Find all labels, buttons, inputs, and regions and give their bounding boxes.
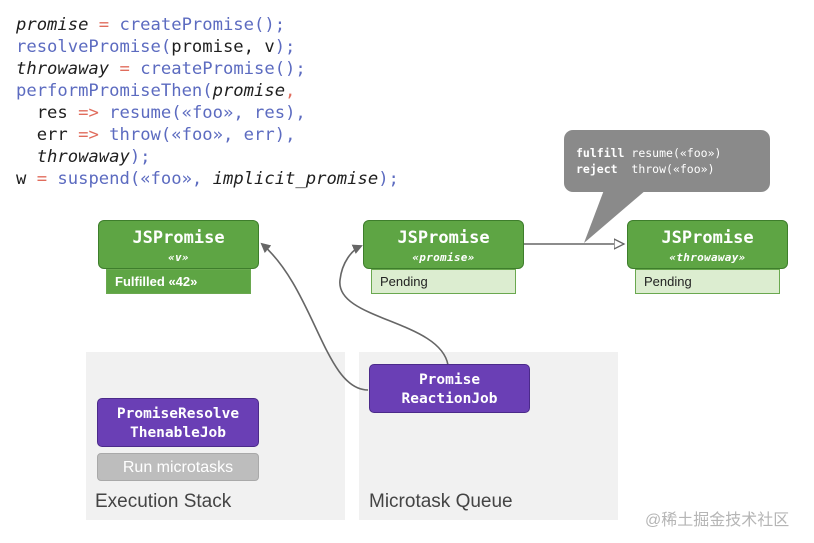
job-line: ReactionJob (401, 391, 498, 407)
code-token: ); (129, 147, 151, 167)
code-token: promise, v (171, 37, 275, 57)
code-block: promise = createPromise(); resolvePromis… (16, 14, 399, 190)
node-title: JSPromise (397, 228, 490, 248)
fulfill-value: resume(«foo») (631, 146, 722, 160)
arrow-job-to-v (260, 242, 369, 391)
code-token: throwaway (16, 147, 130, 167)
code-token: implicit_promise (212, 169, 379, 189)
promise-state-throwaway: Pending (635, 269, 780, 294)
code-token: => (67, 125, 110, 145)
code-token: resolvePromise( (16, 37, 172, 57)
node-subtitle: «promise» (412, 251, 475, 264)
handlers-bubble: fulfill resume(«foo») reject throw(«foo»… (564, 130, 770, 192)
code-token: ); (274, 37, 296, 57)
node-title: JSPromise (132, 228, 225, 248)
job-line: Promise (418, 372, 481, 388)
code-token: err (16, 125, 68, 145)
arrow-job-to-promise (339, 244, 449, 366)
code-token: suspend(«foo», (57, 169, 213, 189)
promise-resolve-thenable-job: PromiseResolve ThenableJob (97, 398, 259, 447)
watermark: @稀土掘金技术社区 (645, 512, 790, 529)
code-token: promise (16, 15, 89, 35)
job-line: ThenableJob (129, 425, 227, 441)
job-line: PromiseResolve (116, 406, 240, 422)
code-token: promise (212, 81, 286, 101)
code-token: createPromise(); (140, 59, 306, 79)
promise-node-v: JSPromise «v» (98, 220, 259, 269)
promise-node-throwaway: JSPromise «throwaway» (627, 220, 788, 269)
fulfill-key: fulfill (576, 146, 625, 160)
microtask-queue-label: Microtask Queue (369, 491, 513, 512)
node-subtitle: «throwaway» (669, 251, 746, 264)
reject-key: reject (576, 162, 618, 176)
node-subtitle: «v» (168, 251, 189, 264)
promise-state-promise: Pending (371, 269, 516, 294)
code-token: ); (378, 169, 399, 189)
execution-stack-label: Execution Stack (95, 491, 232, 512)
code-token: performPromiseThen( (16, 81, 213, 101)
node-title: JSPromise (661, 228, 754, 248)
code-token: = (109, 59, 141, 79)
promise-reaction-job: Promise ReactionJob (369, 364, 530, 413)
code-token: throwaway (16, 59, 110, 79)
code-token: , (285, 81, 296, 101)
code-token: res (16, 103, 68, 123)
code-token: throw(«foo», err), (109, 125, 296, 145)
code-token: => (67, 103, 110, 123)
code-token: = (88, 15, 120, 35)
code-token: resume(«foo», res), (109, 103, 306, 123)
code-token: createPromise(); (119, 15, 286, 35)
bubble-tail (584, 190, 646, 243)
code-token: w (16, 169, 27, 189)
code-token: = (26, 169, 58, 189)
promise-node-promise: JSPromise «promise» (363, 220, 524, 269)
promise-state-v: Fulfilled «42» (106, 269, 251, 294)
reject-value: throw(«foo») (631, 162, 715, 176)
run-microtasks-button[interactable]: Run microtasks (97, 453, 259, 481)
